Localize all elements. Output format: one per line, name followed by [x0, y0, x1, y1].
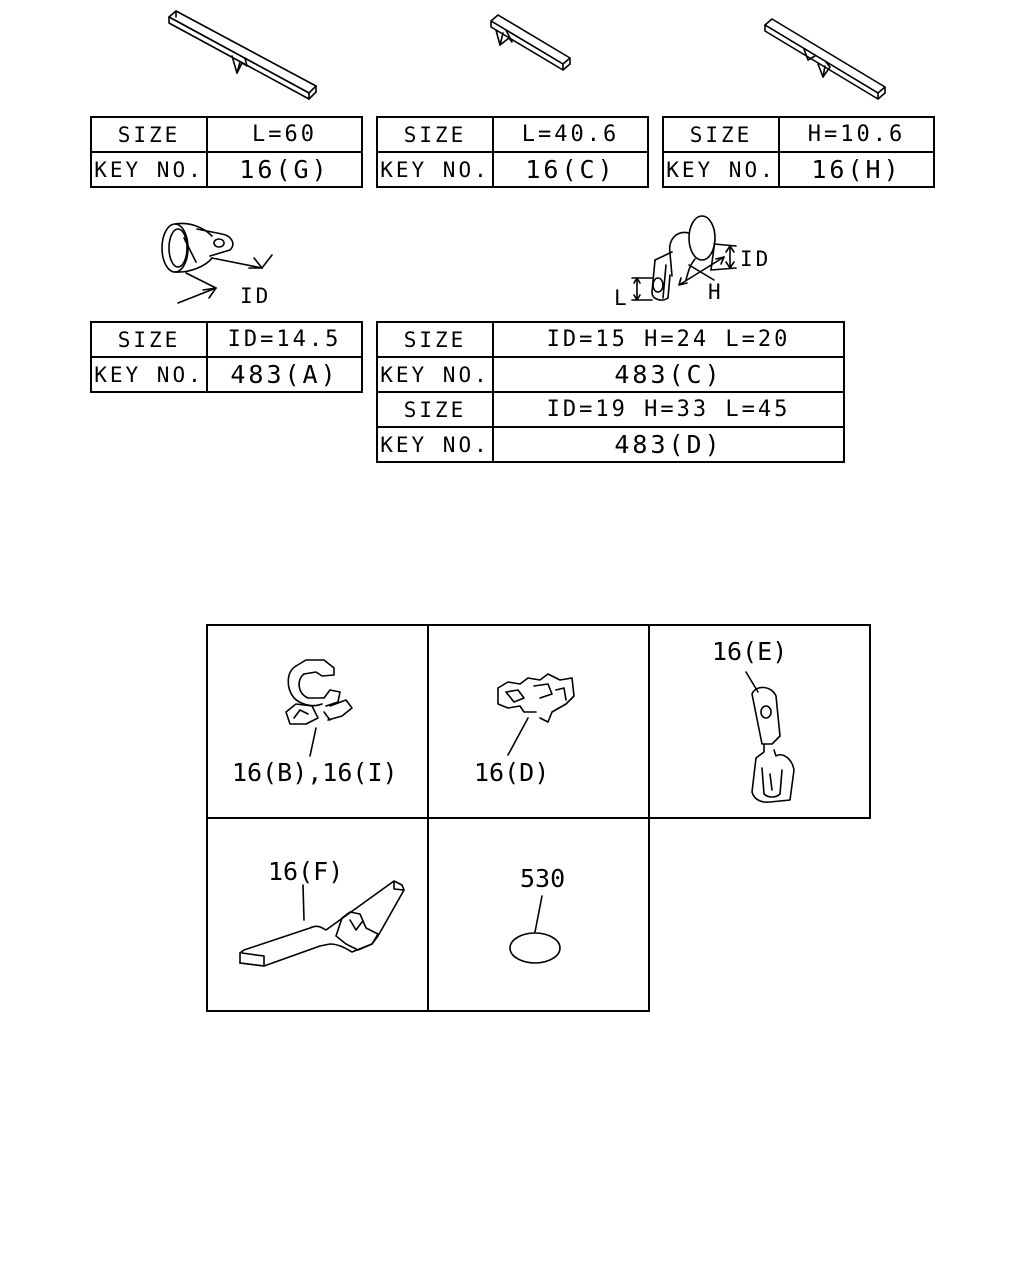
dim-label-id: ID: [740, 247, 772, 271]
key-no-value: 16(G): [206, 151, 363, 188]
key-no-value: 483(D): [492, 426, 845, 463]
size-label: SIZE: [662, 116, 780, 153]
dim-label-l: L: [614, 286, 627, 310]
clamp-483a-drawing: [161, 222, 273, 304]
key-no-label: KEY NO.: [662, 151, 780, 188]
grid-cell-16b-16i: [206, 624, 429, 819]
callout-label: 16(F): [268, 857, 344, 886]
clamp-483cd-drawing: [631, 215, 737, 301]
key-no-value: 16(H): [778, 151, 935, 188]
clip-16g-drawing: [168, 10, 317, 100]
key-no-label: KEY NO.: [376, 356, 494, 393]
dim-label-h: H: [708, 280, 721, 304]
size-label: SIZE: [376, 391, 494, 428]
clip-16f-drawing: [239, 880, 405, 967]
size-value: ID=15 H=24 L=20: [492, 321, 845, 358]
clip-16e-drawing: [745, 671, 795, 803]
spec-table-483cd: SIZE ID=15 H=24 L=20 KEY NO. 483(C) SIZE…: [376, 321, 845, 463]
callout-label: 16(D): [474, 758, 550, 787]
size-value: ID=19 H=33 L=45: [492, 391, 845, 428]
spec-table-16g: SIZE L=60 KEY NO. 16(G): [90, 116, 363, 188]
key-no-value: 483(C): [492, 356, 845, 393]
key-no-label: KEY NO.: [90, 151, 208, 188]
size-label: SIZE: [376, 321, 494, 358]
grid-cell-16f: [206, 817, 429, 1012]
size-label: SIZE: [90, 116, 208, 153]
key-no-value: 483(A): [206, 356, 363, 393]
clip-16h-drawing: [764, 18, 886, 100]
clip-16c-drawing: [490, 14, 571, 71]
key-no-label: KEY NO.: [376, 426, 494, 463]
size-value: L=60: [206, 116, 363, 153]
key-no-label: KEY NO.: [90, 356, 208, 393]
plug-530-drawing: [509, 895, 561, 964]
size-label: SIZE: [376, 116, 494, 153]
size-label: SIZE: [90, 321, 208, 358]
callout-label: 16(E): [712, 637, 788, 666]
spec-table-483a: SIZE ID=14.5 KEY NO. 483(A): [90, 321, 363, 393]
size-value: H=10.6: [778, 116, 935, 153]
size-value: ID=14.5: [206, 321, 363, 358]
size-value: L=40.6: [492, 116, 649, 153]
key-no-value: 16(C): [492, 151, 649, 188]
spec-table-16h: SIZE H=10.6 KEY NO. 16(H): [662, 116, 935, 188]
callout-label: 16(B),16(I): [232, 758, 398, 787]
dim-label-id: ID: [240, 284, 272, 308]
key-no-label: KEY NO.: [376, 151, 494, 188]
grid-cell-16e: [648, 624, 871, 819]
spec-table-16c: SIZE L=40.6 KEY NO. 16(C): [376, 116, 649, 188]
clip-16d-drawing: [497, 673, 575, 756]
grid-cell-530: [427, 817, 650, 1012]
clip-16b-16i-drawing: [285, 659, 353, 757]
grid-cell-16d: [427, 624, 650, 819]
callout-label: 530: [520, 864, 566, 893]
